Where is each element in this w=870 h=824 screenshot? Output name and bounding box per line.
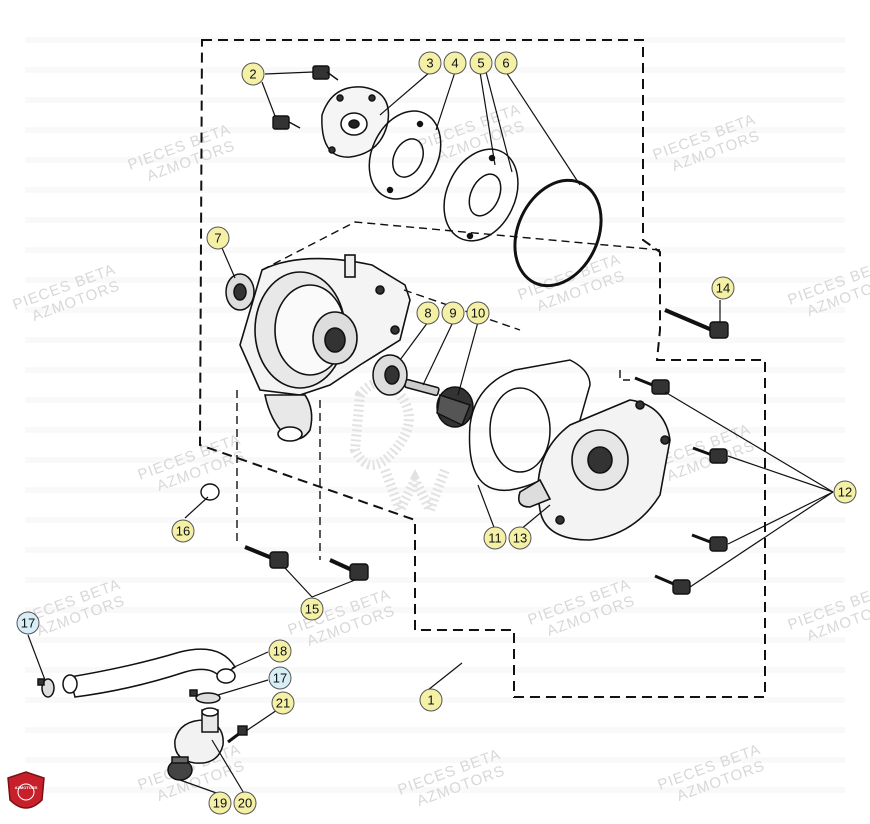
callout-2: 2 [241,62,265,86]
hose-18 [62,648,237,698]
callout-20: 20 [233,791,257,815]
pump-cover-3 [321,86,390,158]
callout-9: 9 [441,301,465,325]
gasket-4 [368,110,442,200]
callout-4: 4 [443,51,467,75]
callout-8: 8 [416,301,440,325]
callout-14: 14 [711,276,735,300]
callout-label: 2 [249,67,256,82]
callout-5: 5 [469,51,493,75]
callout-label: 20 [238,796,252,811]
clamp-17a [37,678,55,698]
callout-13: 13 [508,526,532,550]
pump-body [239,254,411,442]
callout-11: 11 [483,526,507,550]
leader-lines [27,71,834,796]
callout-label: 17 [273,671,287,686]
callout-21: 21 [271,691,295,715]
logo-text: AZMOTORS [15,785,38,790]
callout-19: 19 [208,791,232,815]
callouts: 2 3 4 5 6 7 8 9 10 11 13 12 14 15 16 17 … [16,51,857,815]
bearing-8 [372,354,408,396]
callout-label: 8 [424,306,431,321]
plug-16 [200,483,220,501]
callout-label: 7 [214,231,221,246]
callout-label: 16 [176,524,190,539]
impeller-10 [436,386,474,428]
callout-label: 14 [716,281,730,296]
callout-1: 1 [419,688,443,712]
callout-6: 6 [494,51,518,75]
callout-17b: 17 [268,666,292,690]
gasket-5 [443,148,519,242]
callout-label: 9 [449,306,456,321]
bolts-15 [244,545,369,581]
callout-label: 17 [21,616,35,631]
callout-16: 16 [171,519,195,543]
callout-12: 12 [833,480,857,504]
callout-label: 6 [502,56,509,71]
callout-label: 21 [276,696,290,711]
guide-lines-dashed [236,221,661,560]
bolt-14 [664,308,729,339]
o-ring-6 [513,178,603,288]
callout-label: 5 [477,56,484,71]
background-texture [25,37,845,793]
callout-label: 13 [513,531,527,546]
callout-17a: 17 [16,611,40,635]
thermostat-housing-20 [174,707,224,764]
callout-label: 10 [471,306,485,321]
callout-label: 18 [273,644,287,659]
shaft-9 [404,378,440,397]
thermostat-19 [167,756,193,781]
callout-18: 18 [268,639,292,663]
clamp-17b [189,689,221,704]
bearing-7 [225,273,255,311]
bolts-12 [634,376,728,595]
callout-label: 19 [213,796,227,811]
pump-housing-13 [517,399,671,541]
callout-label: 15 [305,602,319,617]
callout-label: 3 [426,56,433,71]
callout-7: 7 [206,226,230,250]
azmotors-logo: AZMOTORS [7,771,45,809]
callout-label: 1 [427,693,434,708]
callout-10: 10 [466,301,490,325]
callout-label: 4 [451,56,458,71]
bolt-2b [272,115,301,130]
assembly-boundary-dashed [198,39,766,698]
callout-15: 15 [300,597,324,621]
callout-label: 11 [488,531,502,546]
callout-3: 3 [418,51,442,75]
callout-label: 12 [838,485,852,500]
